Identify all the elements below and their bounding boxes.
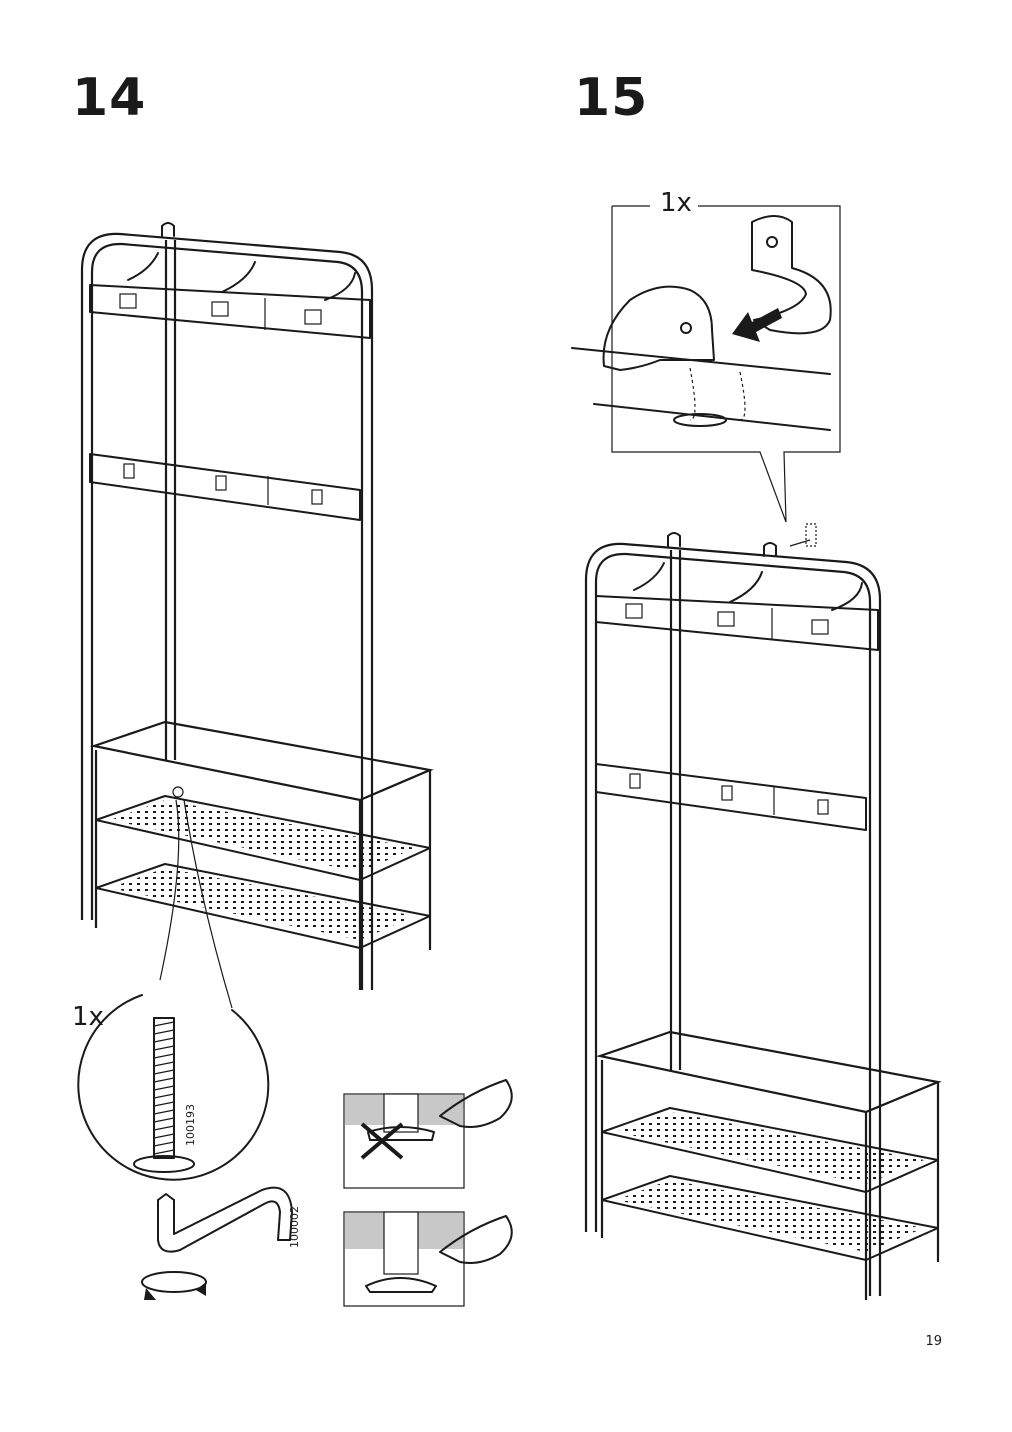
allen-key-part-code: 100002 bbox=[288, 1206, 301, 1248]
x-mark-icon bbox=[360, 1122, 404, 1160]
pointing-hand-icon bbox=[439, 1079, 513, 1128]
bolt-callout bbox=[77, 994, 270, 1181]
wall-bracket-callout bbox=[571, 205, 841, 523]
coat-rack-step14 bbox=[80, 222, 434, 1009]
coat-rack-step15 bbox=[584, 523, 942, 1300]
wrong-tightening-box bbox=[343, 1079, 513, 1189]
bolt-quantity: 1x bbox=[72, 1002, 104, 1032]
step-14-number: 14 bbox=[72, 68, 147, 128]
pointing-hand-icon bbox=[439, 1215, 513, 1264]
page-number: 19 bbox=[925, 1334, 942, 1349]
step-15-number: 15 bbox=[574, 68, 649, 128]
bolt-part-code: 100193 bbox=[184, 1104, 197, 1146]
rotate-arrow-icon bbox=[141, 1271, 207, 1300]
correct-tightening-box bbox=[343, 1211, 513, 1307]
allen-key-illustration bbox=[157, 1186, 293, 1253]
bracket-quantity: 1x bbox=[654, 188, 698, 218]
